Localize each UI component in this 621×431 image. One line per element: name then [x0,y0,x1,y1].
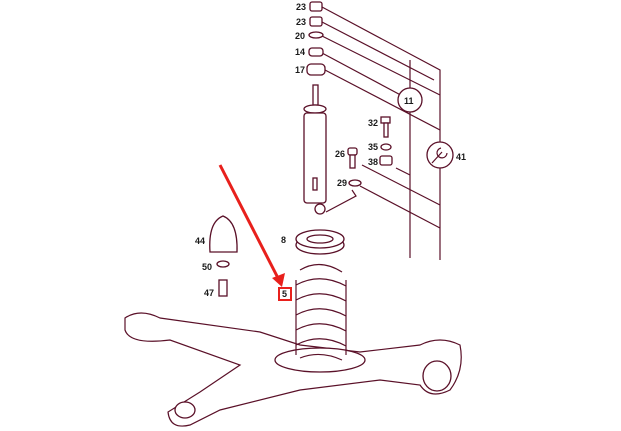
small-hardware [347,116,393,187]
wrench-tool-circle: 41 [426,141,466,169]
label-47: 47 [204,288,214,298]
highlight-box-5 [278,287,292,301]
shock-absorber [303,84,327,215]
label-32: 32 [368,118,378,128]
label-11: 11 [404,96,414,106]
label-23a: 23 [296,2,306,12]
label-20: 20 [295,31,305,41]
label-35: 35 [368,142,378,152]
shock-hardware-stack [306,1,326,76]
label-50: 50 [202,262,212,272]
label-44: 44 [195,236,205,246]
label-26: 26 [335,149,345,159]
label-5: 5 [282,289,287,299]
wrench-icon [431,147,448,164]
leader-lines [321,6,441,260]
annotation-arrow [218,164,285,287]
label-17: 17 [295,65,305,75]
group-11-circle: 11 [397,87,423,113]
label-38: 38 [368,157,378,167]
trailing-arm [124,312,462,427]
label-8: 8 [281,235,286,245]
label-23b: 23 [296,17,306,27]
spring-pad [295,229,345,255]
coil-spring [295,263,347,361]
bump-stop [209,215,238,297]
label-29: 29 [337,178,347,188]
label-41: 41 [456,152,466,162]
label-14: 14 [295,47,305,57]
